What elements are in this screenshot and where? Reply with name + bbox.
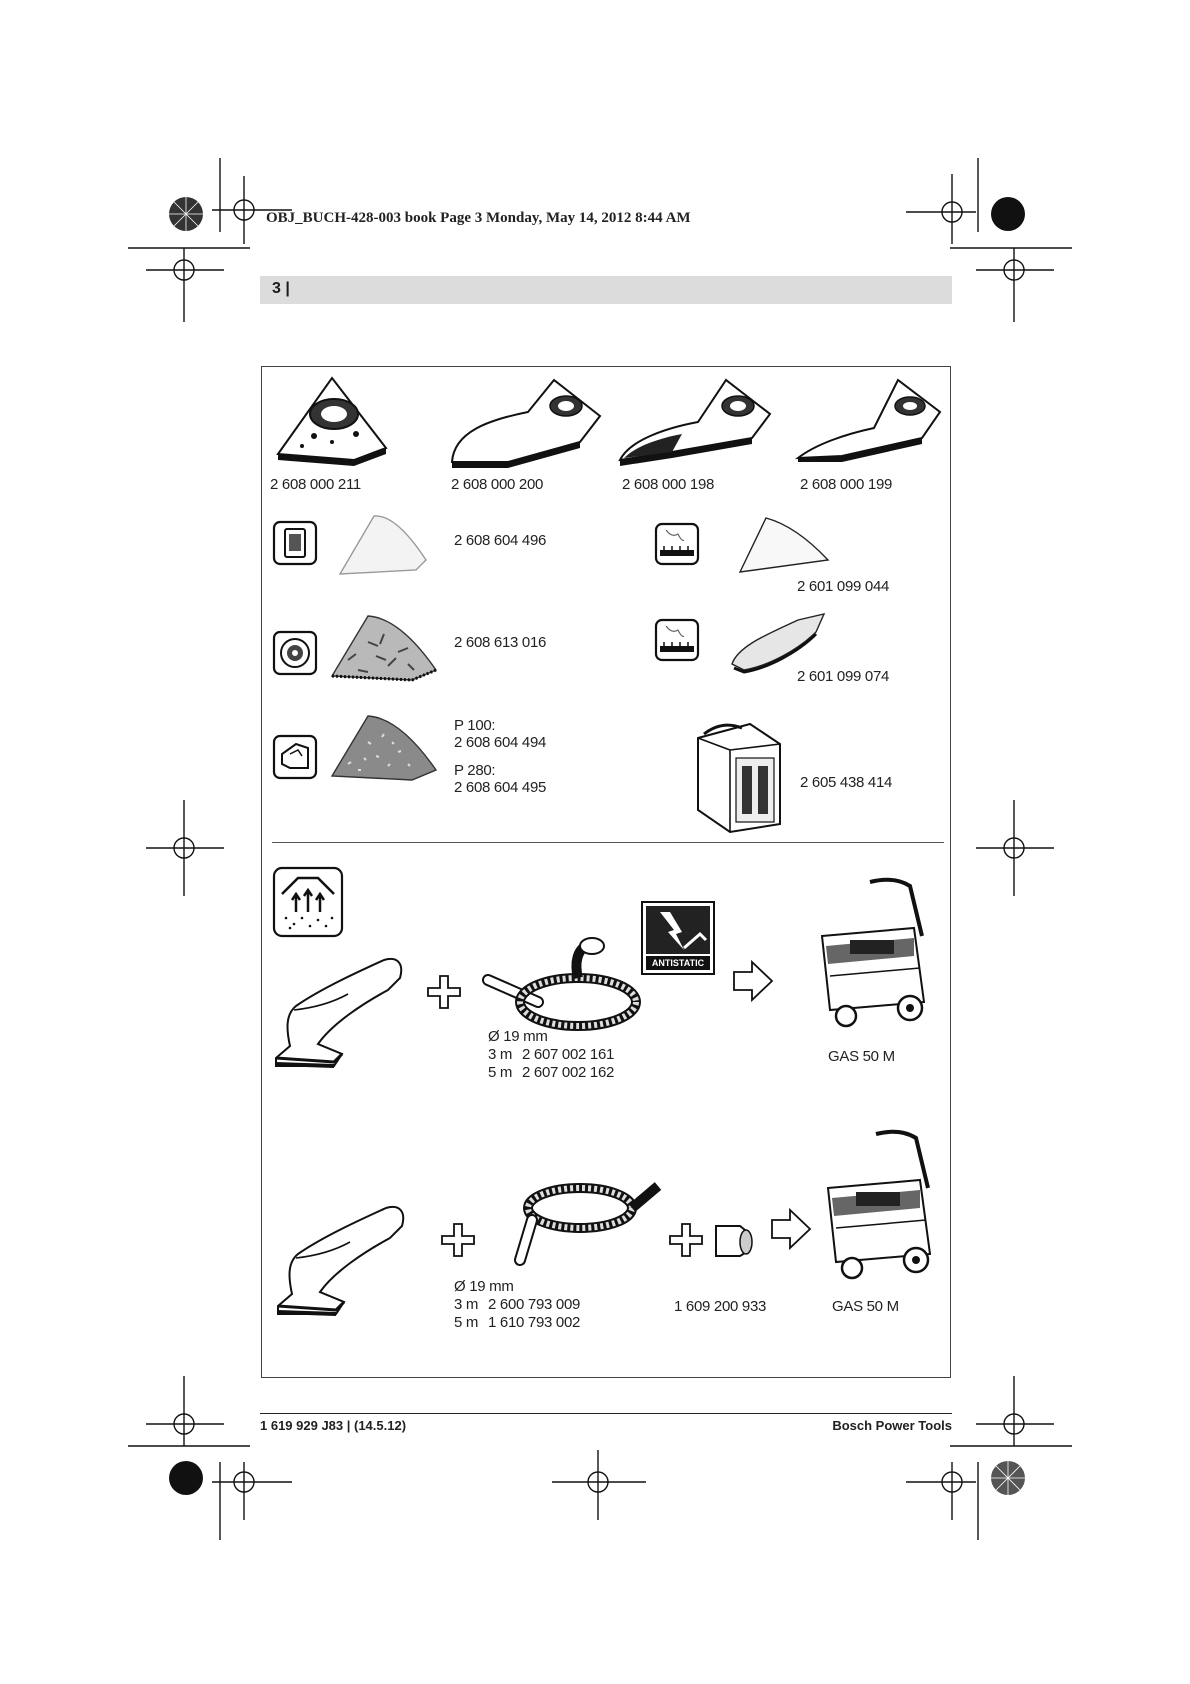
section-divider [272, 842, 944, 843]
vacuum-cleaner [826, 1129, 932, 1280]
delta-sander [277, 1206, 405, 1316]
extraction-hose [514, 1182, 662, 1266]
accessory-figure-frame [261, 366, 951, 1378]
antistatic-label: ANTISTATIC [651, 958, 705, 968]
hose-5m-length: 5 m [488, 1064, 513, 1081]
hose-3m-code: 2 607 002 161 [522, 1046, 615, 1063]
delta-sander [275, 958, 403, 1068]
paper-tip-code: 2 601 099 074 [797, 668, 890, 685]
hose-5m-code: 2 607 002 162 [522, 1064, 615, 1081]
felt-application-icon [272, 520, 318, 566]
plus-icon [427, 975, 461, 1009]
plate-code: 2 608 000 199 [800, 476, 893, 493]
profile-application-icon [272, 734, 318, 780]
arrow-right-icon [771, 1207, 812, 1251]
vacuum-cleaner [820, 877, 926, 1028]
fleece-application-icon [272, 630, 318, 676]
arrow-right-icon [733, 959, 774, 1003]
hose-5m-code: 1 610 793 002 [488, 1314, 581, 1331]
abrasive-sheet [330, 715, 438, 781]
footer-rule [260, 1413, 952, 1414]
plus-icon [441, 1223, 475, 1257]
paper-triangle-sheet [738, 517, 830, 573]
grit-p100-label: P 100: [454, 717, 496, 734]
page-header-band [260, 276, 952, 304]
carrying-case [697, 722, 781, 834]
plate-code: 2 608 000 211 [270, 476, 361, 493]
hose-diameter: Ø 19 mm [454, 1278, 514, 1295]
felt-sheet [338, 515, 427, 575]
adapter-fitting [715, 1225, 753, 1257]
felt-code: 2 608 604 496 [454, 532, 547, 549]
footer-brand: Bosch Power Tools [832, 1418, 952, 1433]
dust-extraction-icon [272, 866, 344, 938]
paper-triangle-code: 2 601 099 044 [797, 578, 890, 595]
vacuum-model: GAS 50 M [832, 1298, 899, 1315]
plate-code: 2 608 000 200 [451, 476, 544, 493]
fleece-code: 2 608 613 016 [454, 634, 547, 651]
paper-tip-sheet [731, 613, 826, 674]
antistatic-badge [641, 901, 715, 975]
hose-3m-length: 3 m [454, 1296, 479, 1313]
sanding-plate-tip-narrow [794, 378, 942, 462]
page-number: 3 | [272, 280, 290, 297]
plus-icon [669, 1223, 703, 1257]
hose-3m-code: 2 600 793 009 [488, 1296, 581, 1313]
paper-application-icon [654, 522, 700, 566]
hose-diameter: Ø 19 mm [488, 1028, 548, 1045]
plate-code: 2 608 000 198 [622, 476, 715, 493]
hose-3m-length: 3 m [488, 1046, 513, 1063]
adapter-code: 1 609 200 933 [674, 1298, 767, 1315]
grit-p100-code: 2 608 604 494 [454, 734, 547, 751]
vacuum-model: GAS 50 M [828, 1048, 895, 1065]
sanding-plate-tip-pointed [618, 378, 772, 466]
case-code: 2 605 438 414 [800, 774, 893, 791]
extraction-hose [482, 937, 641, 1031]
footer-doc-code: 1 619 929 J83 | (14.5.12) [260, 1418, 407, 1433]
fleece-sheet [330, 615, 438, 682]
grit-p280-code: 2 608 604 495 [454, 779, 547, 796]
printer-line: OBJ_BUCH-428-003 book Page 3 Monday, May… [266, 210, 691, 226]
hose-5m-length: 5 m [454, 1314, 479, 1331]
paper-application-icon [654, 618, 700, 662]
sanding-plate-tip-wide [450, 378, 602, 468]
grit-p280-label: P 280: [454, 762, 496, 779]
sanding-plate-triangle [276, 376, 388, 466]
